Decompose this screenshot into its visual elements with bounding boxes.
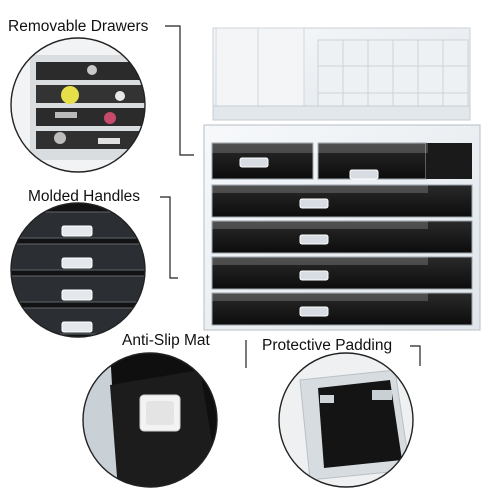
label-removable-drawers: Removable Drawers (8, 18, 149, 35)
product-image (203, 27, 481, 331)
callout-line-drawers (165, 25, 194, 156)
callout-line-padding (410, 345, 421, 366)
detail-anti-slip-mat (82, 352, 218, 488)
label-protective-padding: Protective Padding (262, 337, 393, 354)
label-anti-slip-mat: Anti-Slip Mat (122, 332, 210, 349)
drawer-unit (203, 124, 481, 331)
detail-removable-drawers (10, 37, 146, 173)
callout-line-handles (160, 196, 178, 279)
detail-protective-padding (278, 352, 414, 488)
top-organizer (212, 27, 471, 121)
label-molded-handles: Molded Handles (28, 188, 141, 205)
callout-lines (160, 25, 421, 368)
detail-molded-handles (10, 202, 146, 338)
